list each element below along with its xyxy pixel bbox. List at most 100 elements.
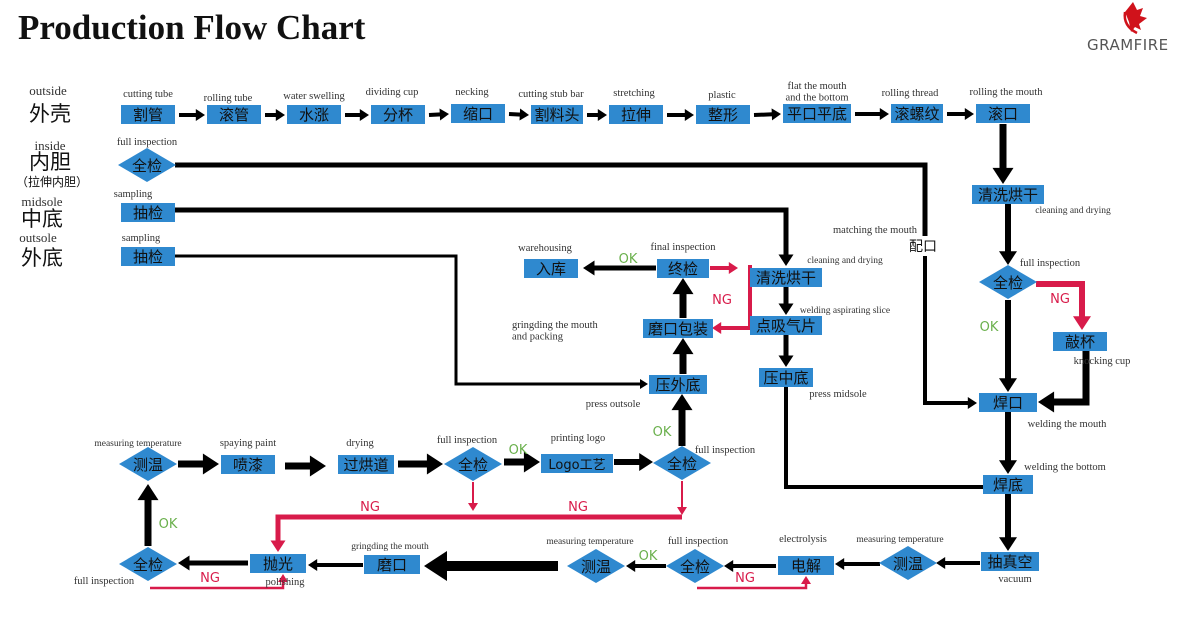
- process-box: [541, 454, 613, 473]
- process-box: [609, 105, 663, 124]
- process-label-en-line: knocking cup: [1074, 356, 1131, 367]
- flow-arrow: [753, 108, 781, 121]
- ok-flow-arrow: [626, 560, 666, 572]
- process-label-en-line: measuring temperature: [94, 439, 181, 449]
- process-label-cn-line: 割料头: [534, 106, 579, 124]
- process-box: [649, 375, 707, 394]
- flow-arrow-head: [195, 109, 205, 121]
- process-label-cn: 滚口: [988, 105, 1018, 123]
- process-label-cn-line: 入库: [536, 260, 566, 278]
- row-label-cn: 外底: [21, 246, 63, 270]
- process-box: [750, 268, 822, 287]
- flow-arrow: [936, 557, 980, 569]
- process-label-en: plastic: [708, 90, 736, 101]
- process-box: [891, 104, 943, 123]
- process-label-en-line: press midsole: [809, 389, 867, 400]
- process-label-cn: 敲杯: [1065, 333, 1095, 351]
- process-label-cn-line: 滚口: [988, 105, 1018, 123]
- process-label-en-line: printing logo: [551, 433, 606, 444]
- process-label-en: welding the mouth: [1028, 419, 1107, 430]
- process-label-en-line: rolling tube: [204, 93, 253, 104]
- inspection-diamond: [653, 446, 711, 480]
- ng-flow-arrow: [1036, 281, 1091, 330]
- flow-arrow: [999, 204, 1017, 265]
- process-label-en-line: plastic: [708, 90, 736, 101]
- ok-flow-arrow: [999, 300, 1017, 392]
- ng-flow-arrow-head: [712, 322, 722, 334]
- process-label-en: drying: [346, 438, 374, 449]
- flow-arrow-head: [519, 108, 529, 121]
- ng-flow-arrow: [150, 574, 288, 590]
- process-label-en: knocking cup: [1074, 356, 1131, 367]
- flow-arrow: [778, 335, 794, 367]
- process-label-cn-line: 水涨: [299, 106, 329, 124]
- ok-flow-arrow-head: [523, 451, 540, 473]
- process-label-cn-line: 喷漆: [233, 456, 263, 474]
- flow-arrow-head: [275, 109, 285, 121]
- process-label-en-line: water swelling: [283, 91, 345, 102]
- process-label-cn: 配口: [909, 239, 937, 255]
- process-label-cn-line: 测温: [893, 555, 923, 573]
- process-label-cn: 滚螺纹: [894, 105, 939, 123]
- ng-label-line: NG: [712, 293, 732, 308]
- process-label-en: dividing cup: [366, 87, 419, 98]
- midsole-flow-line-line: [784, 387, 983, 489]
- process-label-en: full inspection: [117, 137, 178, 148]
- process-label-en-line: measuring temperature: [856, 535, 943, 545]
- process-label-cn: 整形: [708, 106, 738, 124]
- process-label-cn: 终检: [668, 260, 698, 278]
- process-label-cn: 抽检: [133, 248, 163, 266]
- ng-flow-arrow: [270, 514, 682, 552]
- ng-label: NG: [568, 500, 588, 515]
- process-label-cn: 测温: [133, 456, 163, 474]
- flow-arrow: [835, 558, 880, 570]
- ng-flow-arrow-line: [275, 514, 682, 542]
- process-label-en-line: gringding the mouth: [512, 320, 598, 331]
- logo-leaf-stem: [1123, 11, 1138, 35]
- flow-arrow-head: [309, 455, 326, 477]
- process-label-en-line: measuring temperature: [546, 537, 633, 547]
- process-label-cn-line: 清洗烘干: [978, 186, 1038, 204]
- flow-arrow-head: [672, 338, 694, 355]
- process-label-en-line: and packing: [512, 332, 564, 343]
- ng-flow-arrow-line: [150, 581, 285, 590]
- process-box: [207, 105, 261, 124]
- process-node-7: 整形 plastic: [696, 90, 750, 124]
- process-label-en-line: dividing cup: [366, 87, 419, 98]
- ok-label: OK: [159, 517, 178, 532]
- process-label-cn-line: 割管: [133, 106, 163, 124]
- row-label-en: inside: [34, 138, 65, 153]
- process-box: [451, 104, 505, 123]
- process-label-cn: 清洗烘干: [978, 186, 1038, 204]
- process-label-en: warehousing: [518, 243, 572, 254]
- ng-label: NG: [735, 571, 755, 586]
- process-label-en-line: stretching: [613, 88, 655, 99]
- process-label-en-line: cleaning and drying: [807, 256, 883, 266]
- flow-arrow: [285, 455, 326, 477]
- flow-arrow-head: [992, 167, 1014, 184]
- ng-flow-arrow-head: [278, 574, 288, 582]
- flow-arrow-head: [202, 453, 219, 475]
- row-label-note: （拉伸内胆）: [16, 174, 88, 189]
- flow-arrow-head: [964, 108, 974, 120]
- outsole-flow-arrow-head: [640, 379, 648, 389]
- ok-flow-arrow-head: [671, 394, 693, 411]
- process-label-cn: 分杯: [383, 106, 413, 124]
- ng-flow-arrow-head: [728, 262, 738, 274]
- process-label-cn: 平口平底: [787, 105, 847, 123]
- process-label-en: printing logo: [551, 433, 606, 444]
- process-label-cn-line: 平口平底: [787, 105, 847, 123]
- flow-arrow: [178, 453, 219, 475]
- process-label-cn-line: 终检: [668, 260, 698, 278]
- process-label-en: vacuum: [998, 574, 1031, 585]
- flow-arrow-head: [999, 460, 1017, 474]
- flow-arrow-head: [835, 558, 845, 570]
- process-label-cn-line: 滚螺纹: [894, 105, 939, 123]
